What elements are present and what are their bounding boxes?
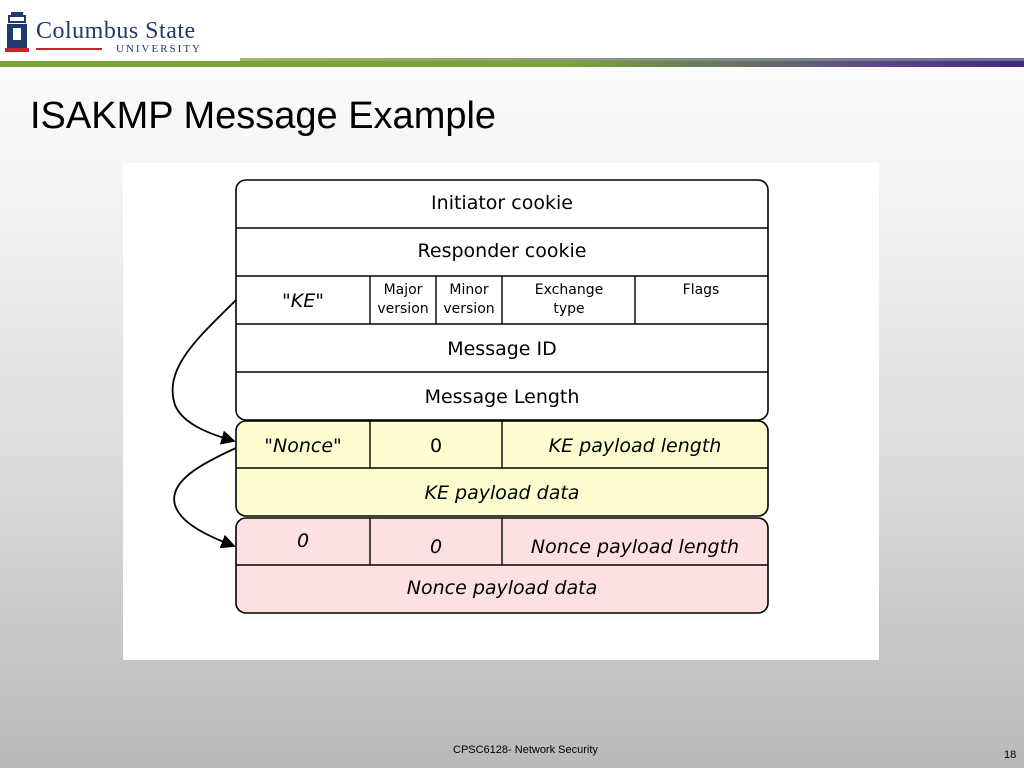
message-id-field: Message ID	[447, 338, 557, 360]
message-length-field: Message Length	[425, 386, 580, 408]
flags-field: Flags	[683, 282, 720, 298]
exchange-type-label-2: type	[553, 301, 584, 317]
next-payload-field: "KE"	[282, 290, 324, 312]
page-number: 18	[1004, 749, 1017, 761]
tower-icon	[5, 12, 29, 52]
university-logo: Columbus State UNIVERSITY	[4, 12, 234, 58]
nonce-payload-length-field: Nonce payload length	[531, 536, 739, 558]
slide-header: Columbus State UNIVERSITY	[0, 0, 1024, 62]
nonce-next-payload-field: 0	[297, 530, 309, 552]
minor-version-label-1: Minor	[449, 282, 488, 298]
isakmp-diagram: Initiator cookie Responder cookie "KE" M…	[123, 163, 879, 660]
slide-title: ISAKMP Message Example	[30, 95, 497, 137]
ke-reserved-field: 0	[430, 435, 442, 457]
initiator-cookie-field: Initiator cookie	[431, 192, 573, 214]
ke-to-nonce-arrow	[171, 299, 237, 445]
header-accent-line	[240, 58, 1024, 61]
nonce-to-end-arrow	[173, 447, 237, 549]
ke-payload-data-field: KE payload data	[425, 482, 580, 504]
header-divider	[0, 61, 1024, 67]
isakmp-diagram-svg: Initiator cookie Responder cookie "KE" M…	[171, 179, 769, 614]
responder-cookie-field: Responder cookie	[418, 240, 587, 262]
ke-next-payload-field: "Nonce"	[264, 435, 342, 457]
nonce-reserved-field: 0	[430, 536, 442, 558]
logo-name: Columbus State	[36, 18, 196, 44]
logo-rule	[36, 48, 102, 50]
footer-course: CPSC6128- Network Security	[453, 744, 598, 756]
logo-subtitle: UNIVERSITY	[116, 43, 202, 55]
ke-payload-length-field: KE payload length	[549, 435, 722, 457]
major-version-label-2: version	[377, 301, 428, 317]
major-version-label-1: Major	[384, 282, 423, 298]
minor-version-label-2: version	[443, 301, 494, 317]
exchange-type-label-1: Exchange	[535, 282, 603, 298]
nonce-payload-data-field: Nonce payload data	[407, 577, 597, 599]
